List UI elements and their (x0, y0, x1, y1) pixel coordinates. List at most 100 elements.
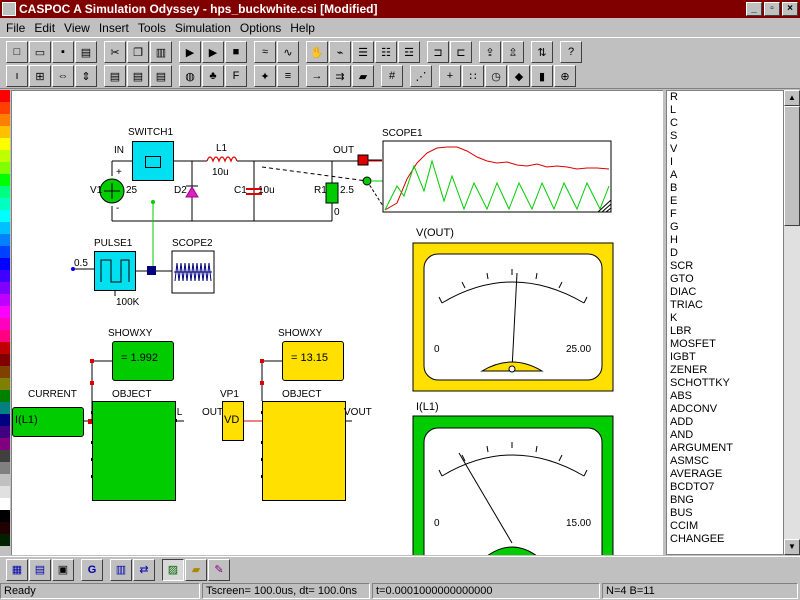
component-list-item[interactable]: SCHOTTKY (670, 377, 730, 389)
component-list-item[interactable]: C (670, 117, 678, 129)
paste-icon[interactable]: ▥ (150, 41, 172, 63)
scroll-down-icon[interactable]: ▼ (784, 539, 800, 555)
animate-icon[interactable]: ◆ (508, 65, 530, 87)
report3-icon[interactable]: ▤ (150, 65, 172, 87)
vp1-probe[interactable]: VD (222, 401, 244, 441)
component-list-item[interactable]: IGBT (670, 351, 696, 363)
stop-icon[interactable]: ■ (225, 41, 247, 63)
component-list-item[interactable]: V (670, 143, 678, 155)
chip-icon[interactable]: ▣ (52, 558, 74, 581)
component-list-item[interactable]: MOSFET (670, 338, 716, 350)
export2-icon[interactable]: ⇫ (502, 41, 524, 63)
switch1-block[interactable] (132, 141, 174, 181)
picture-icon[interactable]: ▨ (162, 558, 184, 581)
component-list-item[interactable]: S (670, 130, 678, 142)
component-list-item[interactable]: TRIAC (670, 299, 703, 311)
component-list-scrollbar[interactable]: ▲ ▼ (784, 90, 800, 555)
open-file-icon[interactable]: ▭ (29, 41, 51, 63)
scroll-up-icon[interactable]: ▲ (784, 90, 800, 106)
swap-icon[interactable]: ⇄ (133, 558, 155, 581)
component-list-item[interactable]: BUS (670, 507, 693, 519)
list2-icon[interactable]: ☷ (375, 41, 397, 63)
component-list-item[interactable]: G (670, 221, 679, 233)
center-icon[interactable]: ⊕ (554, 65, 576, 87)
wire-icon[interactable]: ≡ (277, 65, 299, 87)
crosshair-icon[interactable]: + (439, 65, 461, 87)
object1-block[interactable] (92, 401, 176, 501)
component-list-item[interactable]: F (670, 208, 677, 220)
component-list-item[interactable]: A (670, 169, 678, 181)
function-icon[interactable]: F (225, 65, 247, 87)
component-list-item[interactable]: AND (670, 429, 694, 441)
component-list-item[interactable]: AVERAGE (670, 468, 723, 480)
component-list-item[interactable]: BCDTO7 (670, 481, 715, 493)
component-list-item[interactable]: CCIM (670, 520, 699, 532)
hand-icon[interactable]: ✋ (306, 41, 328, 63)
component-list-item[interactable]: ABS (670, 390, 693, 402)
component-list-item[interactable]: D (670, 247, 678, 259)
component-list-item[interactable]: BNG (670, 494, 694, 506)
component-list-item[interactable]: B (670, 182, 678, 194)
block-icon[interactable]: ▰ (352, 65, 374, 87)
menu-options[interactable]: Options (239, 20, 282, 35)
zoom-width-icon[interactable]: ⇔ (52, 65, 74, 87)
minimize-button[interactable]: _ (746, 2, 762, 16)
schematic-canvas[interactable]: = 1.992 = 13.15 I(L1) VD SWITCH1 L1 10u … (11, 90, 663, 555)
pulse1-block[interactable] (94, 251, 136, 291)
component-list-item[interactable]: ADCONV (670, 403, 718, 415)
step-icon[interactable]: ▶ (202, 41, 224, 63)
bars-icon[interactable]: ▮ (531, 65, 553, 87)
component-list-item[interactable]: LBR (670, 325, 692, 337)
component-list-item[interactable]: L (670, 104, 677, 116)
object2-block[interactable] (262, 401, 346, 501)
component-list-item[interactable]: CHANGEE (670, 533, 725, 545)
refresh-icon[interactable]: G (81, 558, 103, 581)
save-icon[interactable]: ▪ (52, 41, 74, 63)
app-icon[interactable] (2, 2, 16, 16)
ic2-icon[interactable]: ⊏ (450, 41, 472, 63)
menu-simulation[interactable]: Simulation (174, 20, 231, 35)
menu-edit[interactable]: Edit (34, 20, 56, 35)
numbers-icon[interactable]: # (381, 65, 403, 87)
close-button[interactable]: × (782, 2, 798, 16)
new-file-icon[interactable]: □ (6, 41, 28, 63)
component-list-item[interactable]: K (670, 312, 678, 324)
zoom-height-icon[interactable]: ⇕ (75, 65, 97, 87)
current-probe[interactable]: I(L1) (12, 407, 84, 437)
grid-icon[interactable]: ⋰ (410, 65, 432, 87)
copy-icon[interactable]: ❐ (127, 41, 149, 63)
ic-icon[interactable]: ⊐ (427, 41, 449, 63)
menu-insert[interactable]: Insert (98, 20, 129, 35)
connect-icon[interactable]: ⇅ (531, 41, 553, 63)
list-icon[interactable]: ☰ (352, 41, 374, 63)
menu-view[interactable]: View (64, 20, 90, 35)
globe-icon[interactable]: ◍ (179, 65, 201, 87)
arrow2-icon[interactable]: ⇉ (329, 65, 351, 87)
showxy1-display[interactable]: = 1.992 (112, 341, 174, 381)
arrow-icon[interactable]: → (306, 65, 328, 87)
print-icon[interactable]: ▤ (75, 41, 97, 63)
component-list-item[interactable]: ARGUMENT (670, 442, 733, 454)
menu-tools[interactable]: Tools (137, 20, 166, 35)
scope-icon[interactable]: ⌁ (329, 41, 351, 63)
component-list-item[interactable]: I (670, 156, 674, 168)
export-icon[interactable]: ⇪ (479, 41, 501, 63)
list3-icon[interactable]: ☲ (398, 41, 420, 63)
component-list-item[interactable]: ASMSC (670, 455, 710, 467)
palette-icon[interactable]: ✎ (208, 558, 230, 581)
component-list-item[interactable]: E (670, 195, 678, 207)
report2-icon[interactable]: ▤ (127, 65, 149, 87)
component-list-item[interactable]: SCR (670, 260, 694, 272)
waveform-icon[interactable]: ≈ (254, 41, 276, 63)
cut-icon[interactable]: ✂ (104, 41, 126, 63)
run-icon[interactable]: ▶ (179, 41, 201, 63)
menu-help[interactable]: Help (290, 20, 315, 35)
schematic-icon[interactable]: ∿ (277, 41, 299, 63)
plugin-icon[interactable]: ♣ (202, 65, 224, 87)
help-icon[interactable]: ? (560, 41, 582, 63)
zoom-100-icon[interactable]: ı (6, 65, 28, 87)
timer-icon[interactable]: ◷ (485, 65, 507, 87)
color-palette[interactable] (0, 90, 10, 555)
network-icon[interactable]: ▤ (29, 558, 51, 581)
